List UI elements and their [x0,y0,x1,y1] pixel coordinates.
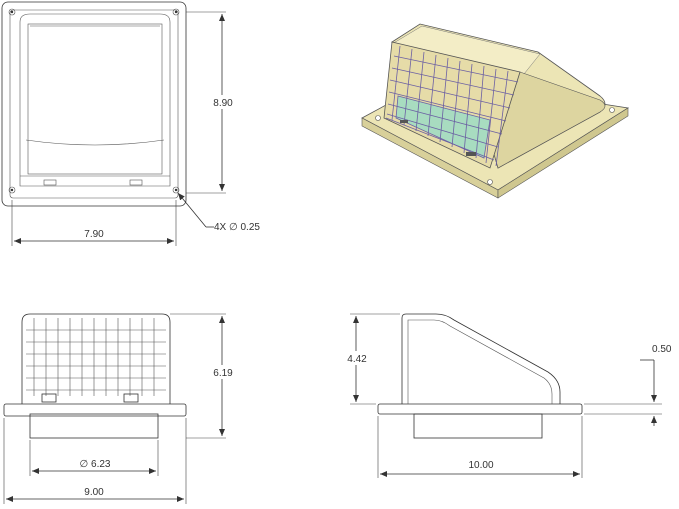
dim-height-side: 4.42 [347,354,367,365]
dim-holes: 4X ∅ 0.25 [214,222,260,233]
side-view: 4.42 0.50 10.00 [343,313,672,478]
dim-thickness-side: 0.50 [652,344,672,355]
dim-width-front: 9.00 [84,487,104,498]
top-view: 8.90 7.90 4X ∅ 0.25 [1,1,260,246]
dim-length-side: 10.00 [468,460,493,471]
dim-height-front: 6.19 [213,368,233,379]
dim-height-top: 8.90 [213,98,233,109]
dim-diameter-duct: ∅ 6.23 [80,459,111,470]
dim-width-top: 7.90 [84,229,104,240]
front-view: 6.19 ∅ 6.23 9.00 [3,313,237,504]
isometric-view [361,23,630,199]
